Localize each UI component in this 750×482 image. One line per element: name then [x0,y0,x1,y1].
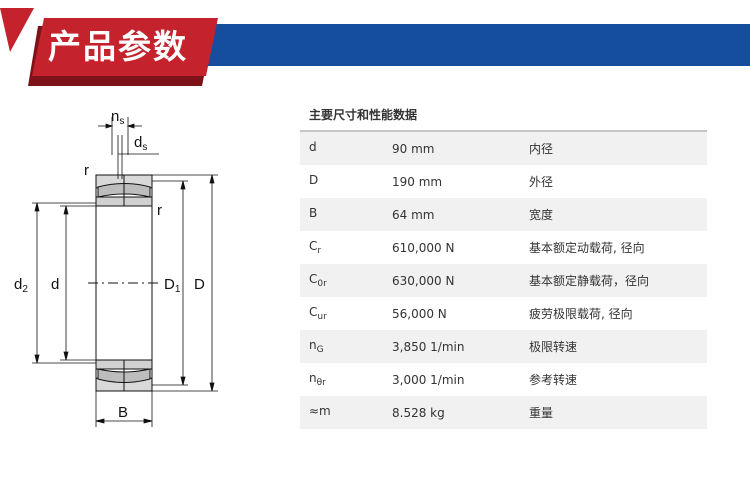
label-r-right: r [157,202,162,219]
table-row: C0r 630,000 N 基本额定静载荷，径向 [300,264,707,297]
row-description: 基本额定静载荷，径向 [529,274,650,288]
row-description: 疲劳极限载荷, 径向 [529,307,633,321]
table-row: nθr 3,000 1/min 参考转速 [300,363,707,396]
table-row: Cur 56,000 N 疲劳极限载荷, 径向 [300,297,707,330]
bearing-drawing: ns ds r r d2 d D1 D B [0,95,290,435]
row-description: 宽度 [529,208,554,222]
row-symbol: nG [309,338,324,355]
row-symbol: C0r [309,272,327,289]
row-description: 极限转速 [529,340,578,354]
row-description: 重量 [529,406,554,420]
label-B: B [118,404,129,421]
header-banner: 产品参数 [0,0,750,90]
row-description: 外径 [529,175,554,189]
table-row: d 90 mm 内径 [300,132,707,165]
label-r-top: r [84,162,89,179]
label-ns: ns [111,108,125,128]
spec-title: 主要尺寸和性能数据 [300,100,707,132]
bearing-section-svg [32,117,218,427]
row-value: 3,000 1/min [392,372,465,387]
row-symbol: nθr [309,371,326,388]
row-symbol: Cur [309,305,327,322]
row-symbol: D [309,173,319,187]
row-value: 630,000 N [392,273,455,288]
row-symbol: B [309,206,318,220]
row-value: 610,000 N [392,240,455,255]
table-row: Cr 610,000 N 基本额定动载荷, 径向 [300,231,707,264]
row-value: 56,000 N [392,306,447,321]
row-symbol: Cr [309,239,322,256]
row-description: 基本额定动载荷, 径向 [529,241,645,255]
label-D: D [194,276,205,293]
row-description: 参考转速 [529,373,578,387]
table-row: D 190 mm 外径 [300,165,707,198]
table-row: ≈m 8.528 kg 重量 [300,396,707,429]
label-d: d [51,276,60,293]
row-description: 内径 [529,142,554,156]
row-value: 8.528 kg [392,405,445,420]
row-value: 90 mm [392,141,435,156]
spec-table: 主要尺寸和性能数据 d 90 mm 内径 D 190 mm 外径 B 64 mm 宽度 Cr 610… [300,100,707,429]
banner-title: 产品参数 [48,27,188,66]
label-d2: d2 [14,276,28,296]
row-value: 3,850 1/min [392,339,465,354]
row-symbol: d [309,140,317,154]
label-D1: D1 [164,276,181,296]
row-value: 190 mm [392,174,443,189]
row-symbol: ≈m [309,404,331,418]
table-row: nG 3,850 1/min 极限转速 [300,330,707,363]
spec-rows: d 90 mm 内径 D 190 mm 外径 B 64 mm 宽度 Cr 610,000 N 基本额定… [300,132,707,429]
row-value: 64 mm [392,207,435,222]
banner-graphic [0,8,750,86]
table-row: B 64 mm 宽度 [300,198,707,231]
label-ds: ds [134,134,148,154]
